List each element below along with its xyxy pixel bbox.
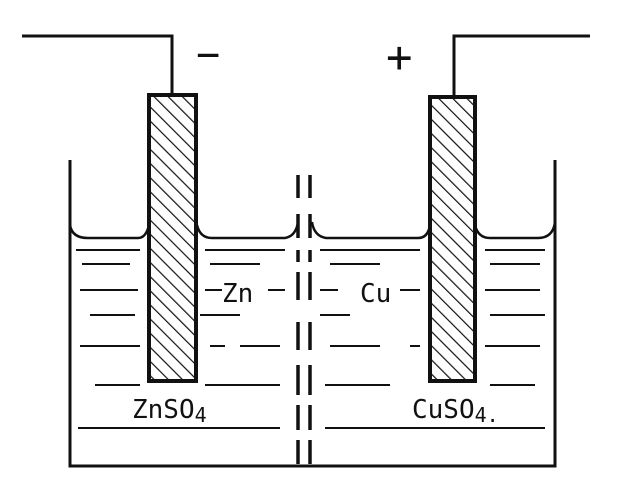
zinc-sulfate-formula: ZnSO <box>132 395 195 425</box>
vessel <box>68 160 557 468</box>
copper-sulfate-subscript: 4. <box>475 403 499 427</box>
zinc-label: Zn <box>222 279 253 309</box>
left-wire <box>22 34 174 95</box>
porous-partition <box>296 175 312 464</box>
copper-sulfate-label: CuSO4. <box>412 395 499 427</box>
right-wire <box>452 34 590 95</box>
negative-terminal-sign: − <box>196 32 220 78</box>
copper-label: Cu <box>360 279 391 309</box>
zinc-sulfate-label: ZnSO4 <box>132 395 207 427</box>
liquid-surface <box>68 221 557 240</box>
positive-terminal-sign: + <box>386 32 413 83</box>
liquid-dashes <box>76 249 545 429</box>
zinc-electrode <box>147 93 198 383</box>
copper-sulfate-formula: CuSO <box>412 395 475 425</box>
zinc-sulfate-subscript: 4 <box>195 403 207 427</box>
copper-electrode <box>428 95 477 383</box>
